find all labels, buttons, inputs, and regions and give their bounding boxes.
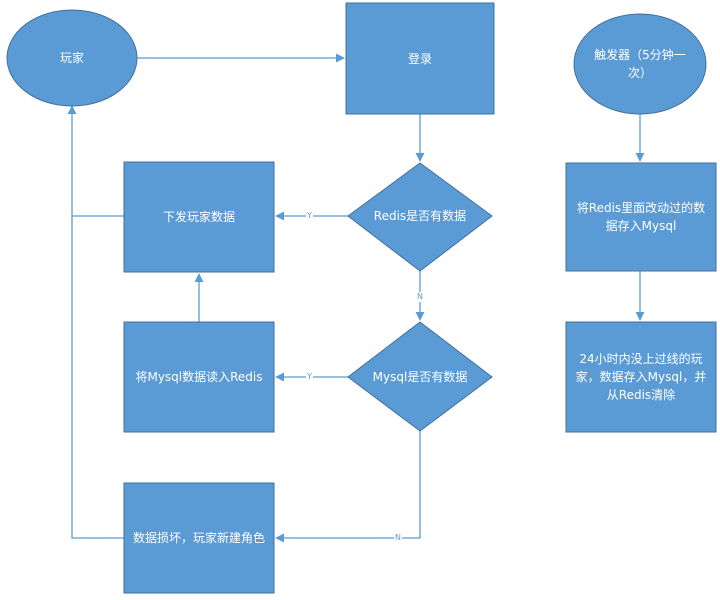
send-player-data-node <box>123 161 275 273</box>
data-corrupt-node <box>123 482 275 594</box>
edge-corrupt-to-player <box>71 216 124 539</box>
player-node <box>6 9 138 107</box>
redis-yes-label: Y <box>306 211 313 221</box>
redis-check-label: Redis是否有数据 <box>373 209 467 223</box>
login-label: 登录 <box>407 51 432 66</box>
login-node <box>345 2 495 115</box>
mysql-no-label: N <box>394 533 402 543</box>
offline-clear-label: 24小时内没上过线的玩家，数据存入Mysql，并从Redis清除 <box>575 352 707 402</box>
player-label: 玩家 <box>59 51 84 65</box>
edge-mysql-no-to-corrupt <box>275 431 421 543</box>
save-redis-to-mysql-label: 将Redis里面改动过的数据存入Mysql <box>576 201 706 233</box>
data-corrupt-label: 数据损坏，玩家新建角色 <box>132 531 265 545</box>
send-player-data-label: 下发玩家数据 <box>162 210 235 224</box>
load-mysql-to-redis-label: 将Mysql数据读入Redis <box>135 370 263 384</box>
mysql-check-label: Mysql是否有数据 <box>372 370 468 384</box>
save-redis-to-mysql-node <box>565 162 717 272</box>
offline-clear-node <box>565 321 717 433</box>
mysql-yes-label: Y <box>306 372 313 382</box>
redis-check-node <box>347 162 493 272</box>
trigger-label: 触发器（5分钟一次） <box>594 48 686 80</box>
trigger-node <box>573 13 707 115</box>
redis-no-label: N <box>416 292 424 302</box>
load-mysql-to-redis-node <box>123 321 275 433</box>
mysql-check-node <box>347 321 493 432</box>
edge-send-data-to-player <box>67 105 124 217</box>
